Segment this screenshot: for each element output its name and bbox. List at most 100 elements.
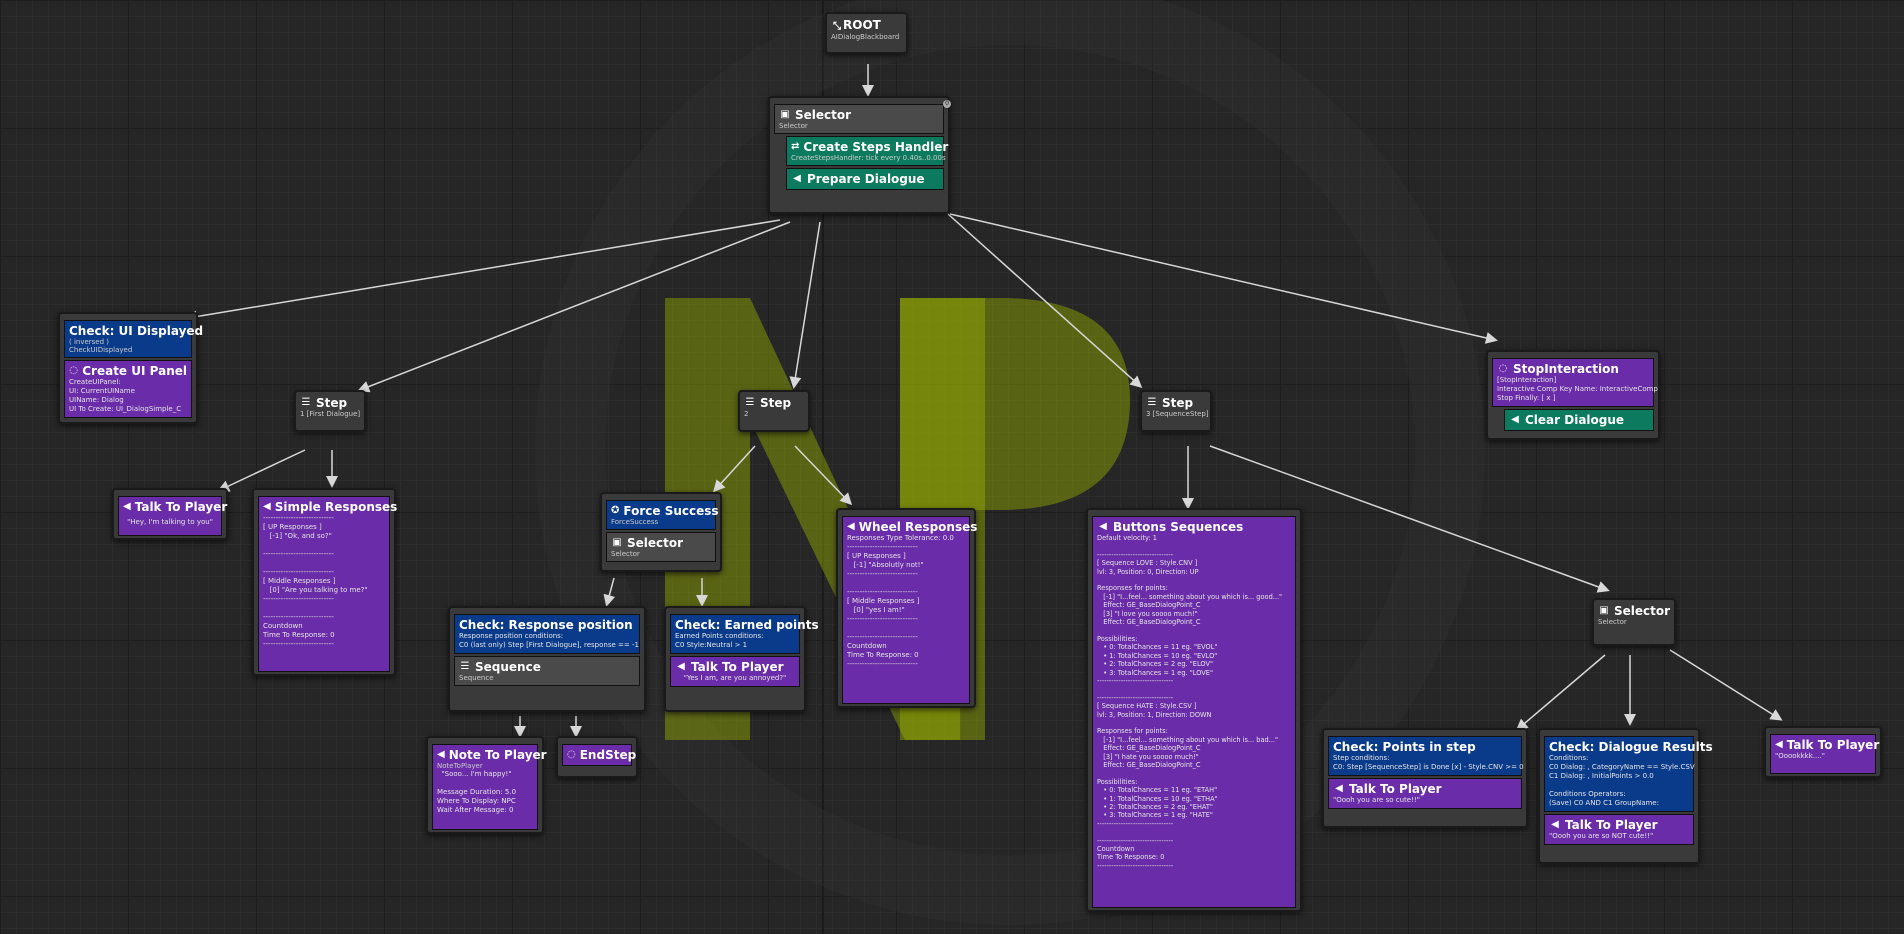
task-title: Prepare Dialogue (807, 172, 925, 186)
step-2-title: Step (760, 396, 792, 410)
end-icon: ◌ (567, 749, 576, 760)
service-title: Create Steps Handler (803, 140, 949, 154)
check-points-node[interactable]: Check: Points in step Step conditions: C… (1322, 728, 1528, 828)
check-dlg-body: Conditions: C0 Dialog: , CategoryName ==… (1549, 754, 1695, 807)
task-icon: ◀ (677, 661, 685, 672)
step-icon: ☰ (1147, 397, 1157, 408)
ui-panel-title: Create UI Panel (82, 364, 187, 378)
decorator-icon: ✪ (611, 505, 620, 516)
service-icon: ⇄ (791, 141, 800, 152)
ui-check-node[interactable]: Check: UI Displayed ( inversed ) CheckUI… (58, 312, 204, 424)
earned-talk-body: "Yes I am, are you annoyed?" (683, 674, 787, 682)
check-dialogue-node[interactable]: Check: Dialogue Results Conditions: C0 D… (1538, 728, 1713, 864)
end-step-node[interactable]: ◌EndStep (556, 736, 638, 778)
buttons-title: Buttons Sequences (1113, 520, 1244, 534)
step-3-sub: 3 [SequenceStep] (1146, 410, 1209, 418)
simple-responses-node[interactable]: ◀Simple Responses ----------------------… (252, 488, 398, 676)
check-step-title: Check: Points in step (1333, 740, 1476, 754)
endstep-title: EndStep (579, 748, 637, 762)
force-sel-title: Selector (627, 536, 684, 550)
seq-sub: Sequence (459, 674, 494, 682)
note-title: Note To Player (448, 748, 547, 762)
step-3-title: Step (1162, 396, 1194, 410)
check-dlg-talk-body: "Oooh you are so NOT cute!!" (1549, 832, 1654, 840)
step-icon: ☰ (301, 397, 311, 408)
task-icon: ◀ (1551, 819, 1559, 830)
task-icon: ◀ (437, 749, 445, 760)
force-sub: ForceSuccess (611, 518, 659, 526)
resp-pos-body: Response position conditions: C0 (last o… (459, 632, 639, 649)
task-icon: ◀ (793, 173, 801, 184)
buttons-body: Default velocity: 1 --------------------… (1097, 534, 1283, 870)
talk-far-body: "Ooookkkk...." (1775, 752, 1825, 760)
task-icon: ◀ (1511, 414, 1519, 425)
note-to-player-node[interactable]: ◀Note To Player NoteToPlayer "Sooo... I'… (426, 736, 547, 834)
stopint-body: [StopInteraction] Interactive Comp Key N… (1497, 376, 1658, 402)
end-icon: ◌ (1498, 363, 1508, 374)
service-sub: CreateStepsHandler: tick every 0.40s..0.… (791, 154, 946, 162)
force-sel-sub: Selector (611, 550, 640, 558)
talk-to-player-1-node[interactable]: ◀Talk To Player "Hey, I'm talking to you… (112, 488, 228, 540)
clear-dialogue-title: Clear Dialogue (1525, 413, 1625, 427)
response-position-node[interactable]: Check: Response position Response positi… (448, 606, 646, 712)
selector-right-node[interactable]: ▣ Selector Selector (1592, 598, 1676, 646)
seq-title: Sequence (475, 660, 541, 674)
check-dlg-talk-title: Talk To Player (1565, 818, 1658, 832)
step-1-node[interactable]: ☰ Step 1 [First Dialogue] (294, 390, 366, 432)
root-sub: AIDialogBlackboard (831, 33, 900, 41)
step-2-node[interactable]: ☰ Step 2 (738, 390, 810, 432)
root-icon: ⤡ (833, 21, 841, 32)
check-step-body: Step conditions: C0: Step [SequenceStep]… (1333, 754, 1524, 771)
step-1-title: Step (316, 396, 348, 410)
step-3-node[interactable]: ☰ Step 3 [SequenceStep] (1140, 390, 1212, 432)
simple-resp-title: Simple Responses (274, 500, 398, 514)
sequence-icon: ☰ (460, 661, 470, 672)
buttons-sequences-node[interactable]: ◀ Buttons Sequences Default velocity: 1 -… (1086, 508, 1302, 912)
wheel-body: Responses Type Tolerance: 0.0 ----------… (847, 534, 954, 668)
task-icon: ◀ (263, 501, 271, 512)
task-icon: ◀ (123, 501, 131, 512)
talk-to-player-far-node[interactable]: ◀Talk To Player "Ooookkkk...." (1764, 726, 1882, 778)
earned-talk-title: Talk To Player (691, 660, 784, 674)
end-icon: ◌ (69, 365, 78, 376)
resp-pos-title: Check: Response position (459, 618, 633, 632)
selector-r-sub: Selector (1598, 618, 1627, 626)
talk-1-title: Talk To Player (134, 500, 228, 514)
selector-r-title: Selector (1613, 604, 1670, 618)
selector-icon: ▣ (612, 537, 622, 548)
ui-check-line2: CheckUIDisplayed (69, 346, 133, 354)
step-1-sub: 1 [First Dialogue] (300, 410, 361, 418)
selector-sub: Selector (779, 122, 808, 130)
note-sub: NoteToPlayer (437, 762, 483, 770)
task-icon: ◀ (1775, 739, 1783, 750)
task-icon: ◀ (847, 521, 855, 532)
talk-far-title: Talk To Player (1786, 738, 1880, 752)
selector-icon: ▣ (780, 109, 790, 120)
talk-1-body: "Hey, I'm talking to you" (127, 518, 213, 526)
ui-check-title: Check: UI Displayed (69, 324, 204, 338)
step-icon: ☰ (745, 397, 755, 408)
step-2-sub: 2 (744, 410, 749, 418)
selector-icon: ▣ (1599, 605, 1609, 616)
pin: 0 (943, 100, 951, 108)
selector-main-node[interactable]: 0 ▣Selector Selector ⇄Create Steps Handl… (768, 96, 951, 214)
task-icon: ◀ (1099, 521, 1107, 532)
graph-divider (822, 0, 824, 934)
wheel-responses-node[interactable]: ◀Wheel Responses Responses Type Toleranc… (836, 508, 978, 708)
wheel-title: Wheel Responses (858, 520, 978, 534)
stopint-title: StopInteraction (1513, 362, 1619, 376)
force-title: Force Success (623, 504, 719, 518)
check-step-talk-body: "Oooh you are so cute!!" (1333, 796, 1420, 804)
earned-points-node[interactable]: Check: Earned points Earned Points condi… (664, 606, 819, 712)
force-success-node[interactable]: ✪Force Success ForceSuccess ▣ Selector Se… (600, 492, 722, 572)
simple-resp-body: ---------------------------- [ UP Respon… (263, 514, 368, 648)
earned-title: Check: Earned points (675, 618, 819, 632)
root-title: ROOT (843, 18, 881, 32)
task-icon: ◀ (1335, 783, 1343, 794)
root-node[interactable]: ⤡ROOT AIDialogBlackboard (825, 12, 908, 54)
earned-body: Earned Points conditions: C0 Style:Neutr… (675, 632, 764, 649)
note-body: "Sooo... I'm happy!" Message Duration: 5… (437, 770, 517, 814)
ui-panel-body: CreateUIPanel: UI: CurrentUIName UIName:… (69, 378, 182, 413)
stop-interaction-node[interactable]: ◌ StopInteraction [StopInteraction] Inter… (1486, 350, 1660, 440)
